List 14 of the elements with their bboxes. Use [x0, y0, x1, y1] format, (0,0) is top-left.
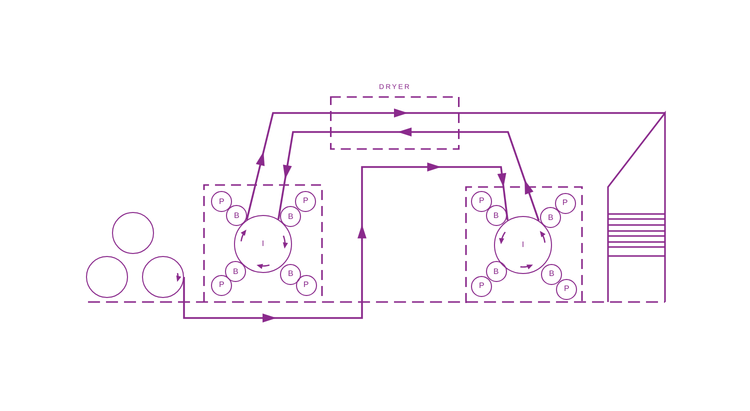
roller-letter: P — [562, 199, 568, 208]
roller-letter: B — [549, 270, 554, 278]
roller-letter: P — [564, 285, 570, 294]
roller-letter: B — [288, 270, 294, 278]
roller-letter: B — [493, 268, 499, 276]
roller-letter: B — [233, 268, 238, 276]
roller-letter: B — [234, 212, 240, 220]
roller-letter: B — [548, 214, 554, 222]
roller-letter: P — [479, 282, 484, 290]
roller-letter: P — [219, 281, 224, 289]
roller-letter: I — [262, 240, 264, 248]
roller-letter: P — [219, 198, 224, 206]
roller-letter: I — [522, 241, 524, 249]
roller-letter: P — [303, 281, 309, 289]
